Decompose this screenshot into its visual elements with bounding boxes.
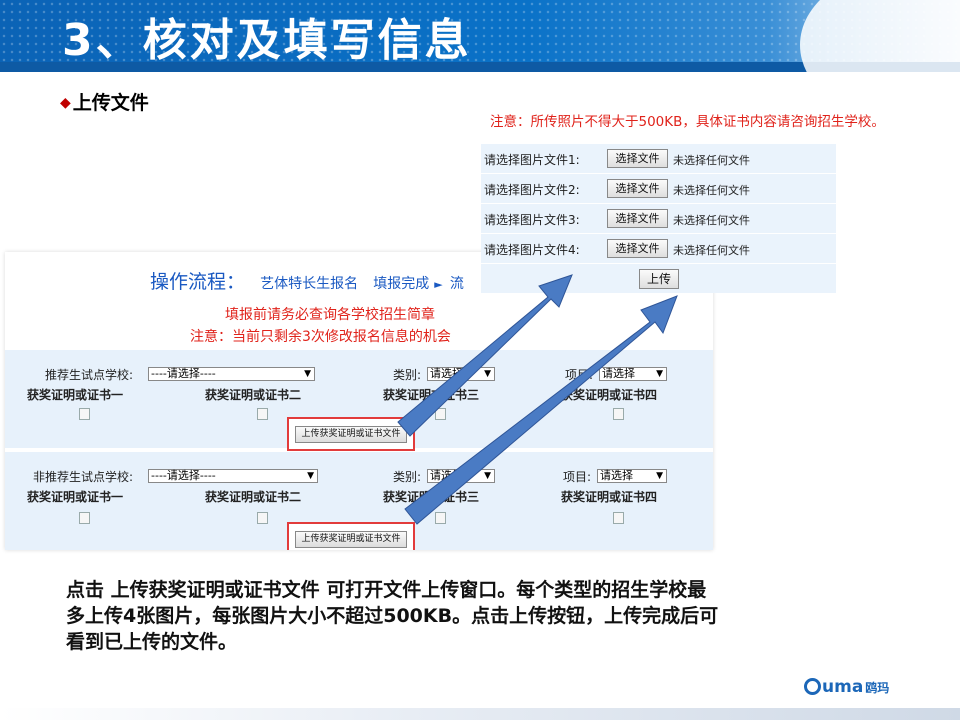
cert-label-2: 获奖证明或证书二: [205, 388, 302, 402]
diamond-bullet-icon: ◆: [60, 95, 71, 111]
upload-size-notice: 注意：所传照片不得大于500KB，具体证书内容请咨询招生学校。: [490, 114, 885, 130]
banner-stripe: [0, 62, 960, 72]
notice-check-brochure: 填报前请务必查询各学校招生简章: [225, 307, 435, 323]
chevron-down-icon: ▼: [307, 471, 314, 481]
logo-cn: 鸥玛: [865, 681, 890, 695]
choose-file-button[interactable]: 选择文件: [607, 179, 668, 198]
category-label: 类别:: [393, 470, 422, 484]
title-banner: 3、核对及填写信息: [0, 0, 960, 72]
recommended-school-block: 推荐生试点学校: ----请选择----▼ 类别: 请选择▼ 项目: 请选择▼ …: [5, 350, 713, 451]
registration-form-screenshot: 操作流程： 艺体特长生报名 填报完成 ► 流 填报前请务必查询各学校招生简章 注…: [5, 252, 713, 550]
file-label: 请选择图片文件1:: [484, 153, 580, 167]
choose-file-button[interactable]: 选择文件: [607, 209, 668, 228]
notice-remaining-edits: 注意：当前只剩余3次修改报名信息的机会: [190, 329, 451, 345]
chevron-down-icon: ▼: [656, 471, 663, 481]
broken-image-icon: [257, 408, 268, 420]
upload-row: 上传: [481, 264, 836, 293]
step-registration-link[interactable]: 艺体特长生报名: [260, 276, 359, 292]
file-label: 请选择图片文件2:: [484, 183, 580, 197]
cert-label-2: 获奖证明或证书二: [205, 490, 302, 504]
choose-file-button[interactable]: 选择文件: [607, 239, 668, 258]
cert-label-1: 获奖证明或证书一: [27, 490, 124, 504]
cert-label-4: 获奖证明或证书四: [561, 388, 658, 402]
broken-image-icon: [435, 408, 446, 420]
logo-word: uma: [822, 677, 864, 697]
recommended-school-label: 推荐生试点学校:: [45, 368, 134, 382]
non-recommended-school-label: 非推荐生试点学校:: [33, 470, 134, 484]
file-upload-dialog: 注意：所传照片不得大于500KB，具体证书内容请咨询招生学校。 请选择图片文件1…: [481, 101, 885, 293]
broken-image-icon: [613, 408, 624, 420]
upload-certificate-button[interactable]: 上传获奖证明或证书文件: [295, 531, 407, 548]
file-status: 未选择任何文件: [673, 184, 750, 197]
file-label: 请选择图片文件4:: [484, 243, 580, 257]
upload-button-highlight: 上传获奖证明或证书文件: [287, 522, 415, 550]
file-row-2: 请选择图片文件2: 选择文件 未选择任何文件: [481, 174, 836, 203]
cert-label-3: 获奖证明或证书三: [383, 388, 480, 402]
file-status: 未选择任何文件: [673, 244, 750, 257]
broken-image-icon: [79, 512, 90, 524]
item-select[interactable]: 请选择▼: [597, 469, 667, 483]
cert-label-4: 获奖证明或证书四: [561, 490, 658, 504]
file-label: 请选择图片文件3:: [484, 213, 580, 227]
chevron-down-icon: ▼: [304, 369, 311, 379]
slide-title: 3、核对及填写信息: [62, 15, 472, 66]
footer-band: [0, 708, 960, 720]
instruction-caption: 点击 上传获奖证明或证书文件 可打开文件上传窗口。每个类型的招生学校最 多上传4…: [66, 577, 906, 655]
non-recommended-school-select[interactable]: ----请选择----▼: [148, 469, 318, 483]
broken-image-icon: [257, 512, 268, 524]
step-next-link[interactable]: 流: [449, 276, 464, 292]
cert-label-1: 获奖证明或证书一: [27, 388, 124, 402]
file-row-1: 请选择图片文件1: 选择文件 未选择任何文件: [481, 144, 836, 173]
caption-line-3: 看到已上传的文件。: [66, 631, 238, 653]
cert-label-3: 获奖证明或证书三: [383, 490, 480, 504]
category-label: 类别:: [393, 368, 422, 382]
file-row-4: 请选择图片文件4: 选择文件 未选择任何文件: [481, 234, 836, 263]
process-breadcrumb: 操作流程： 艺体特长生报名 填报完成 ► 流: [150, 267, 464, 294]
caption-line-1: 点击 上传获奖证明或证书文件 可打开文件上传窗口。每个类型的招生学校最: [66, 579, 707, 601]
upload-certificate-button[interactable]: 上传获奖证明或证书文件: [295, 426, 407, 443]
upload-button-highlight: 上传获奖证明或证书文件: [287, 417, 415, 451]
file-status: 未选择任何文件: [673, 154, 750, 167]
category-select[interactable]: 请选择▼: [427, 367, 495, 381]
file-row-3: 请选择图片文件3: 选择文件 未选择任何文件: [481, 204, 836, 233]
choose-file-button[interactable]: 选择文件: [607, 149, 668, 168]
section-heading: ◆上传文件: [60, 88, 149, 115]
chevron-down-icon: ▼: [484, 471, 491, 481]
item-select[interactable]: 请选择▼: [599, 367, 667, 381]
category-select[interactable]: 请选择▼: [427, 469, 495, 483]
broken-image-icon: [613, 512, 624, 524]
item-label: 项目:: [563, 470, 592, 484]
chevron-down-icon: ▼: [484, 369, 491, 379]
chevron-down-icon: ▼: [656, 369, 663, 379]
banner-curve: [800, 0, 960, 72]
non-recommended-school-block: 非推荐生试点学校: ----请选择----▼ 类别: 请选择▼ 项目: 请选择▼…: [5, 452, 713, 550]
logo-circle-icon: [804, 678, 821, 695]
upload-submit-button[interactable]: 上传: [639, 269, 679, 289]
step-arrow-icon: ►: [434, 278, 443, 291]
process-label: 操作流程：: [150, 271, 246, 293]
section-label: 上传文件: [72, 92, 149, 114]
step-complete-link[interactable]: 填报完成: [373, 276, 430, 292]
file-status: 未选择任何文件: [673, 214, 750, 227]
item-label: 项目:: [565, 368, 594, 382]
caption-line-2: 多上传4张图片，每张图片大小不超过500KB。点击上传按钮，上传完成后可: [66, 605, 719, 627]
broken-image-icon: [79, 408, 90, 420]
broken-image-icon: [435, 512, 446, 524]
recommended-school-select[interactable]: ----请选择----▼: [148, 367, 315, 381]
